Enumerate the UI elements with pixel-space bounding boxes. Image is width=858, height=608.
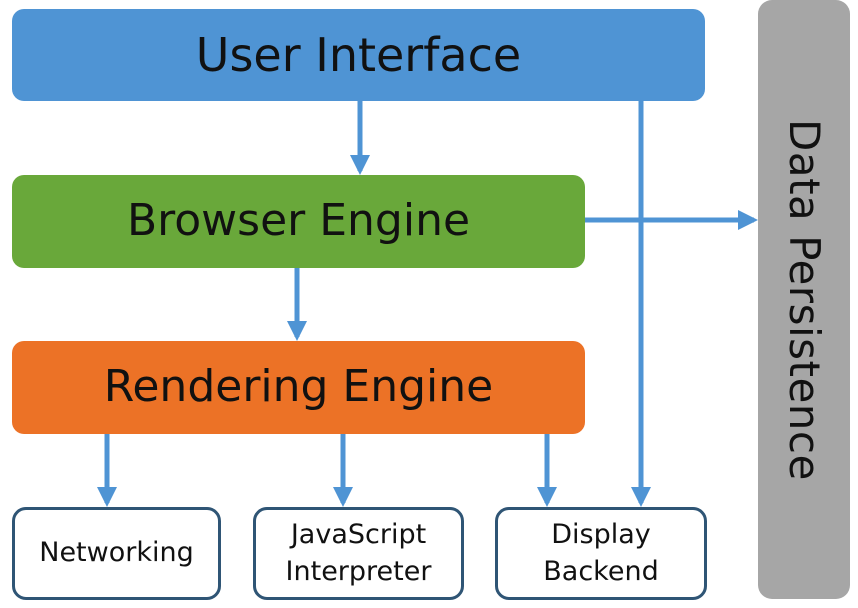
browser-engine-label: Browser Engine — [126, 195, 471, 247]
browser-engine-block: Browser Engine — [12, 175, 585, 268]
user-interface-label: User Interface — [195, 27, 522, 82]
networking-label: Networking — [39, 537, 194, 569]
networking-box: Networking — [12, 507, 221, 600]
user-interface-block: User Interface — [12, 9, 705, 101]
javascript-interpreter-label: JavaScript Interpreter — [285, 519, 432, 587]
rendering-engine-block: Rendering Engine — [12, 341, 585, 434]
data-persistence-block: Data Persistence — [758, 0, 850, 599]
display-backend-label: Display Backend — [543, 519, 659, 587]
javascript-interpreter-box: JavaScript Interpreter — [253, 507, 464, 600]
data-persistence-label: Data Persistence — [780, 118, 830, 481]
display-backend-box: Display Backend — [495, 507, 707, 600]
rendering-engine-label: Rendering Engine — [103, 361, 494, 413]
